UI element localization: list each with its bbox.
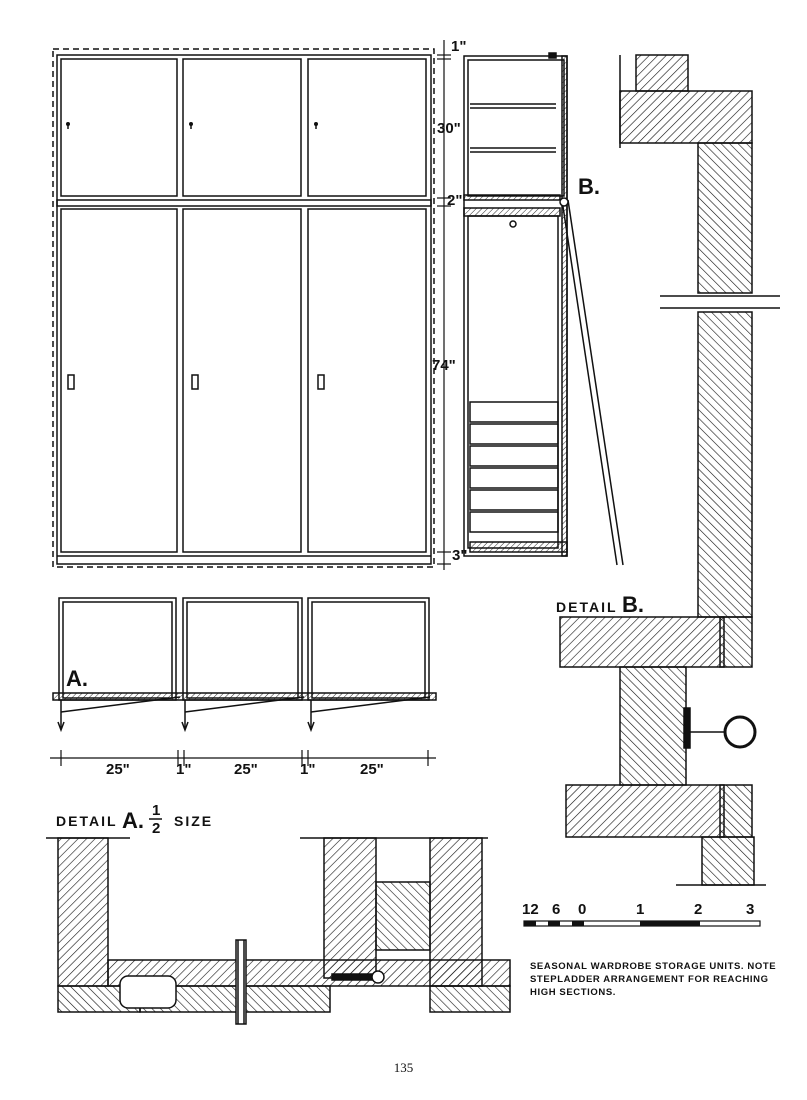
scale-label-12: 12: [522, 901, 539, 918]
dim-lower-height: 74": [432, 357, 456, 374]
scale-label-0: 0: [578, 901, 586, 918]
detail-b-title: DETAIL B.: [556, 592, 644, 617]
detail-a-title: DETAIL A. 1 2 SIZE: [56, 802, 213, 837]
dim-width-2: 25": [234, 761, 258, 778]
upper-door: [60, 58, 178, 197]
lower-door: [307, 208, 427, 553]
detail-a-letter: A.: [122, 808, 144, 833]
scale-bar: 12 6 0 1 2 3: [522, 901, 761, 927]
door-handle: [191, 374, 199, 390]
dim-width-1: 25": [106, 761, 130, 778]
upper-door: [182, 58, 302, 197]
detail-a-drawing: [46, 837, 511, 1025]
front-elevation: [52, 48, 435, 568]
plan-section-a: [50, 597, 437, 766]
detail-b-word: DETAIL: [556, 599, 618, 615]
section-a-label: A.: [66, 666, 88, 691]
scale-label-2: 2: [694, 901, 702, 918]
door-handle: [317, 374, 325, 390]
detail-a-fraction-numerator: 1: [152, 802, 160, 819]
cabinet-outline: [52, 48, 435, 568]
dim-width-3: 25": [360, 761, 384, 778]
dim-top-gap: 1": [451, 38, 466, 55]
detail-a-fraction-denominator: 2: [152, 820, 160, 837]
lower-door: [60, 208, 178, 553]
scale-label-6: 6: [552, 901, 560, 918]
middle-rail: [56, 199, 432, 207]
dim-gap-1: 1": [176, 761, 191, 778]
keyhole-icon: [189, 122, 193, 129]
detail-a-size: SIZE: [174, 813, 213, 829]
dim-upper-height: 30": [437, 120, 461, 137]
side-section: [463, 52, 624, 566]
page-number: 135: [393, 1060, 414, 1075]
scale-label-3: 3: [746, 901, 754, 918]
upper-door: [307, 58, 427, 197]
lower-door: [182, 208, 302, 553]
door-handle: [67, 374, 75, 390]
detail-b-drawing: [559, 54, 780, 886]
dim-gap-2: 1": [300, 761, 315, 778]
vertical-dimensions: [437, 40, 451, 570]
figure-caption: Seasonal wardrobe storage units. Note st…: [530, 961, 777, 998]
dim-rail-height: 2": [447, 192, 462, 209]
detail-a-word: DETAIL: [56, 813, 118, 829]
detail-b-letter: B.: [622, 592, 644, 617]
keyhole-icon: [314, 122, 318, 129]
stepladder: [561, 199, 618, 566]
keyhole-icon: [66, 122, 70, 129]
section-b-label: B.: [578, 174, 600, 199]
scale-label-1: 1: [636, 901, 644, 918]
